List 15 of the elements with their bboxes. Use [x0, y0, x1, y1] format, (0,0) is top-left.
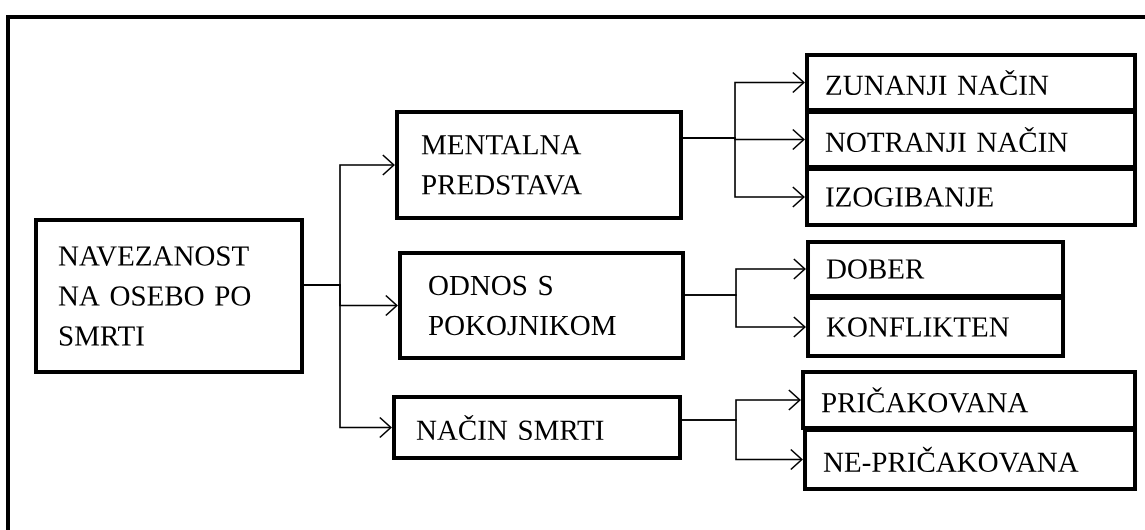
label-box: DOBER	[806, 240, 1065, 298]
label-box: PRIČAKOVANA	[801, 370, 1137, 430]
label-box: MENTALNA PREDSTAVA	[395, 110, 683, 220]
arrow	[681, 419, 803, 471]
arrow	[303, 284, 392, 439]
label-box: ODNOS S POKOJNIKOM	[398, 251, 685, 360]
label-box: ZUNANJI NAČIN	[805, 53, 1137, 112]
label-box: NE-PRIČAKOVANA	[803, 428, 1137, 491]
label-box: KONFLIKTEN	[806, 296, 1065, 358]
label-box: NOTRANJI NAČIN	[805, 110, 1137, 169]
label-box: NAČIN SMRTI	[392, 395, 682, 460]
arrow	[682, 137, 805, 208]
arrow	[684, 294, 806, 338]
label-box: IZOGIBANJE	[805, 167, 1137, 227]
label-box: NAVEZANOST NA OSEBO PO SMRTI	[34, 218, 304, 374]
